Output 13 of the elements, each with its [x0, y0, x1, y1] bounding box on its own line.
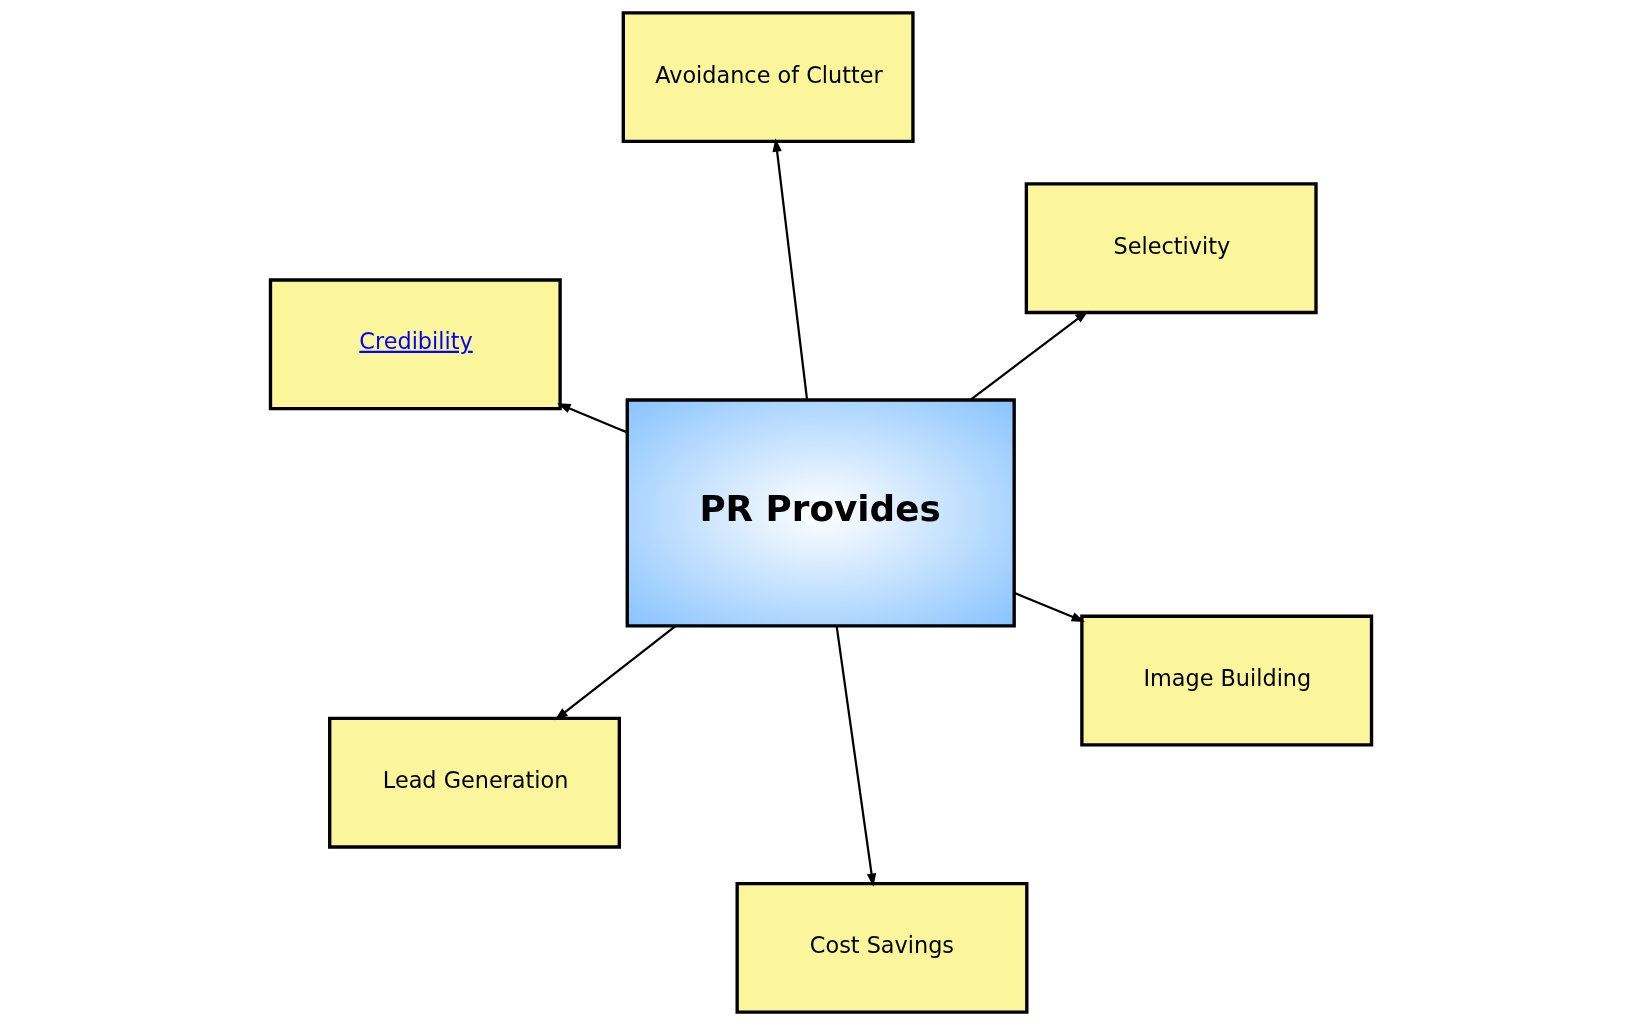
arrow [772, 138, 809, 400]
node-box: Lead Generation [328, 716, 621, 849]
arrow [969, 310, 1089, 401]
node-box: Image Building [1080, 614, 1374, 747]
arrow [835, 625, 877, 887]
arrow [1013, 591, 1085, 623]
arrow [557, 403, 628, 434]
node-box: Credibility [268, 278, 562, 411]
node-box: Selectivity [1024, 182, 1318, 315]
node-box: Avoidance of Clutter [621, 11, 915, 144]
arrow [554, 625, 677, 721]
node-box: PR Provides [625, 398, 1016, 628]
node-box: Cost Savings [735, 881, 1029, 1014]
